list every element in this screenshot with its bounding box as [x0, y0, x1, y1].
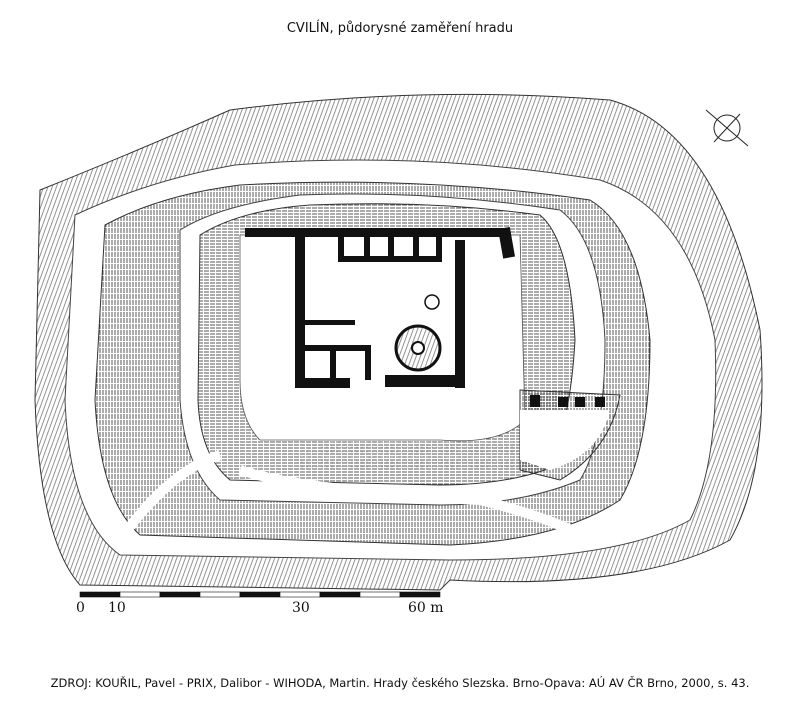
scale-bar-segment: [239, 591, 281, 598]
scale-label-10: 10: [108, 600, 126, 616]
castle-walls: [245, 226, 605, 407]
scale-label-60m: 60 m: [408, 600, 444, 616]
scale-bar-segment: [199, 591, 241, 598]
access-path: [115, 450, 603, 550]
scale-bar-segment: [79, 591, 121, 598]
plan-title: CVILÍN, půdorysné zaměření hradu: [286, 21, 514, 36]
scale-bar-segment: [359, 591, 401, 598]
scale-label-0: 0: [76, 600, 85, 616]
scale-bar-segment: [319, 591, 361, 598]
compass-north-icon: [705, 109, 749, 147]
scale-bar-segment: [399, 591, 441, 598]
scale-bar-segment: [279, 591, 321, 598]
scale-bar: [79, 591, 441, 598]
scale-bar-segment: [159, 591, 201, 598]
courtyard: [239, 234, 526, 442]
scale-label-30: 30: [292, 600, 310, 616]
scale-bar-segment: [119, 591, 161, 598]
round-tower: [394, 324, 442, 372]
source-citation: ZDROJ: KOUŘIL, Pavel - PRIX, Dalibor - W…: [50, 676, 750, 690]
